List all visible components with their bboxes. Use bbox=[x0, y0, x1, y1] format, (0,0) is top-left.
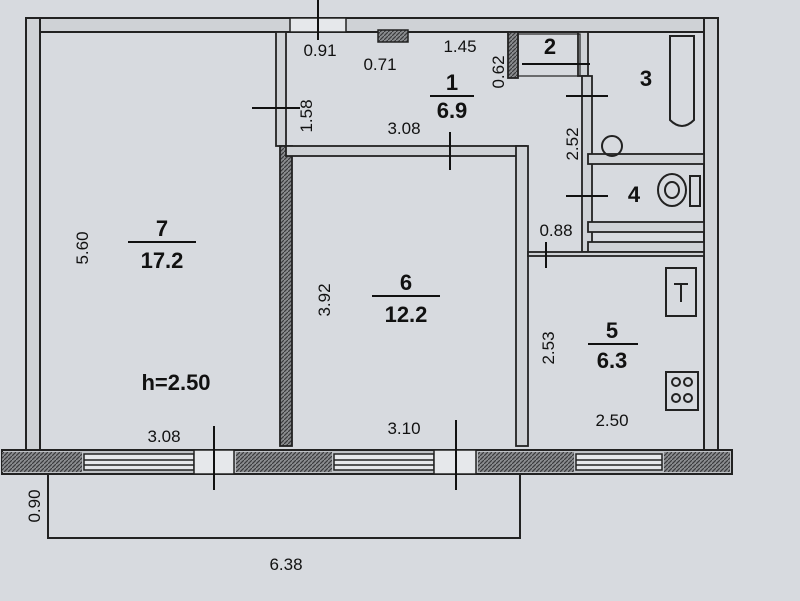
room-5-number: 5 bbox=[606, 318, 618, 343]
dim-0-88: 0.88 bbox=[539, 221, 572, 240]
dim-0-91: 0.91 bbox=[303, 41, 336, 60]
dim-3-08-top: 3.08 bbox=[387, 119, 420, 138]
dim-0-90: 0.90 bbox=[25, 489, 44, 522]
dim-1-45: 1.45 bbox=[443, 37, 476, 56]
room-labels: 1 6.9 2 3 4 5 6.3 6 12.2 7 17.2 h=2.50 bbox=[128, 34, 652, 395]
dim-3-10: 3.10 bbox=[387, 419, 420, 438]
stove-icon bbox=[665, 371, 699, 411]
vent-duct bbox=[377, 29, 409, 43]
windows bbox=[83, 449, 663, 475]
room-6-number: 6 bbox=[400, 270, 412, 295]
room-6-area: 12.2 bbox=[385, 302, 428, 327]
washbasin-icon bbox=[601, 135, 623, 157]
dim-5-60: 5.60 bbox=[73, 231, 92, 264]
dim-6-38: 6.38 bbox=[269, 555, 302, 574]
dimension-ticks bbox=[213, 0, 608, 490]
room-1-area: 6.9 bbox=[437, 98, 468, 123]
ceiling-height: h=2.50 bbox=[141, 370, 210, 395]
toilet-icon bbox=[657, 173, 701, 207]
room-2-number: 2 bbox=[544, 34, 556, 59]
room-3-number: 3 bbox=[640, 66, 652, 91]
dimension-labels: 0.91 0.71 1.45 0.62 1.58 3.08 2.52 0.88 … bbox=[25, 37, 629, 574]
dim-2-53: 2.53 bbox=[539, 331, 558, 364]
room-4-number: 4 bbox=[628, 182, 641, 207]
dim-2-52: 2.52 bbox=[563, 127, 582, 160]
dim-3-92: 3.92 bbox=[315, 283, 334, 316]
kitchen-sink-icon bbox=[665, 267, 697, 317]
dim-0-71: 0.71 bbox=[363, 55, 396, 74]
dim-0-62: 0.62 bbox=[489, 55, 508, 88]
closet-room-2 bbox=[517, 33, 581, 77]
dim-3-08-bottom: 3.08 bbox=[147, 427, 180, 446]
room-5-area: 6.3 bbox=[597, 348, 628, 373]
room-7-number: 7 bbox=[156, 216, 168, 241]
room-7-area: 17.2 bbox=[141, 248, 184, 273]
dim-2-50: 2.50 bbox=[595, 411, 628, 430]
room-1-number: 1 bbox=[446, 70, 458, 95]
dim-1-58: 1.58 bbox=[297, 99, 316, 132]
bathtub-icon bbox=[669, 35, 695, 127]
interior-walls bbox=[275, 31, 705, 447]
